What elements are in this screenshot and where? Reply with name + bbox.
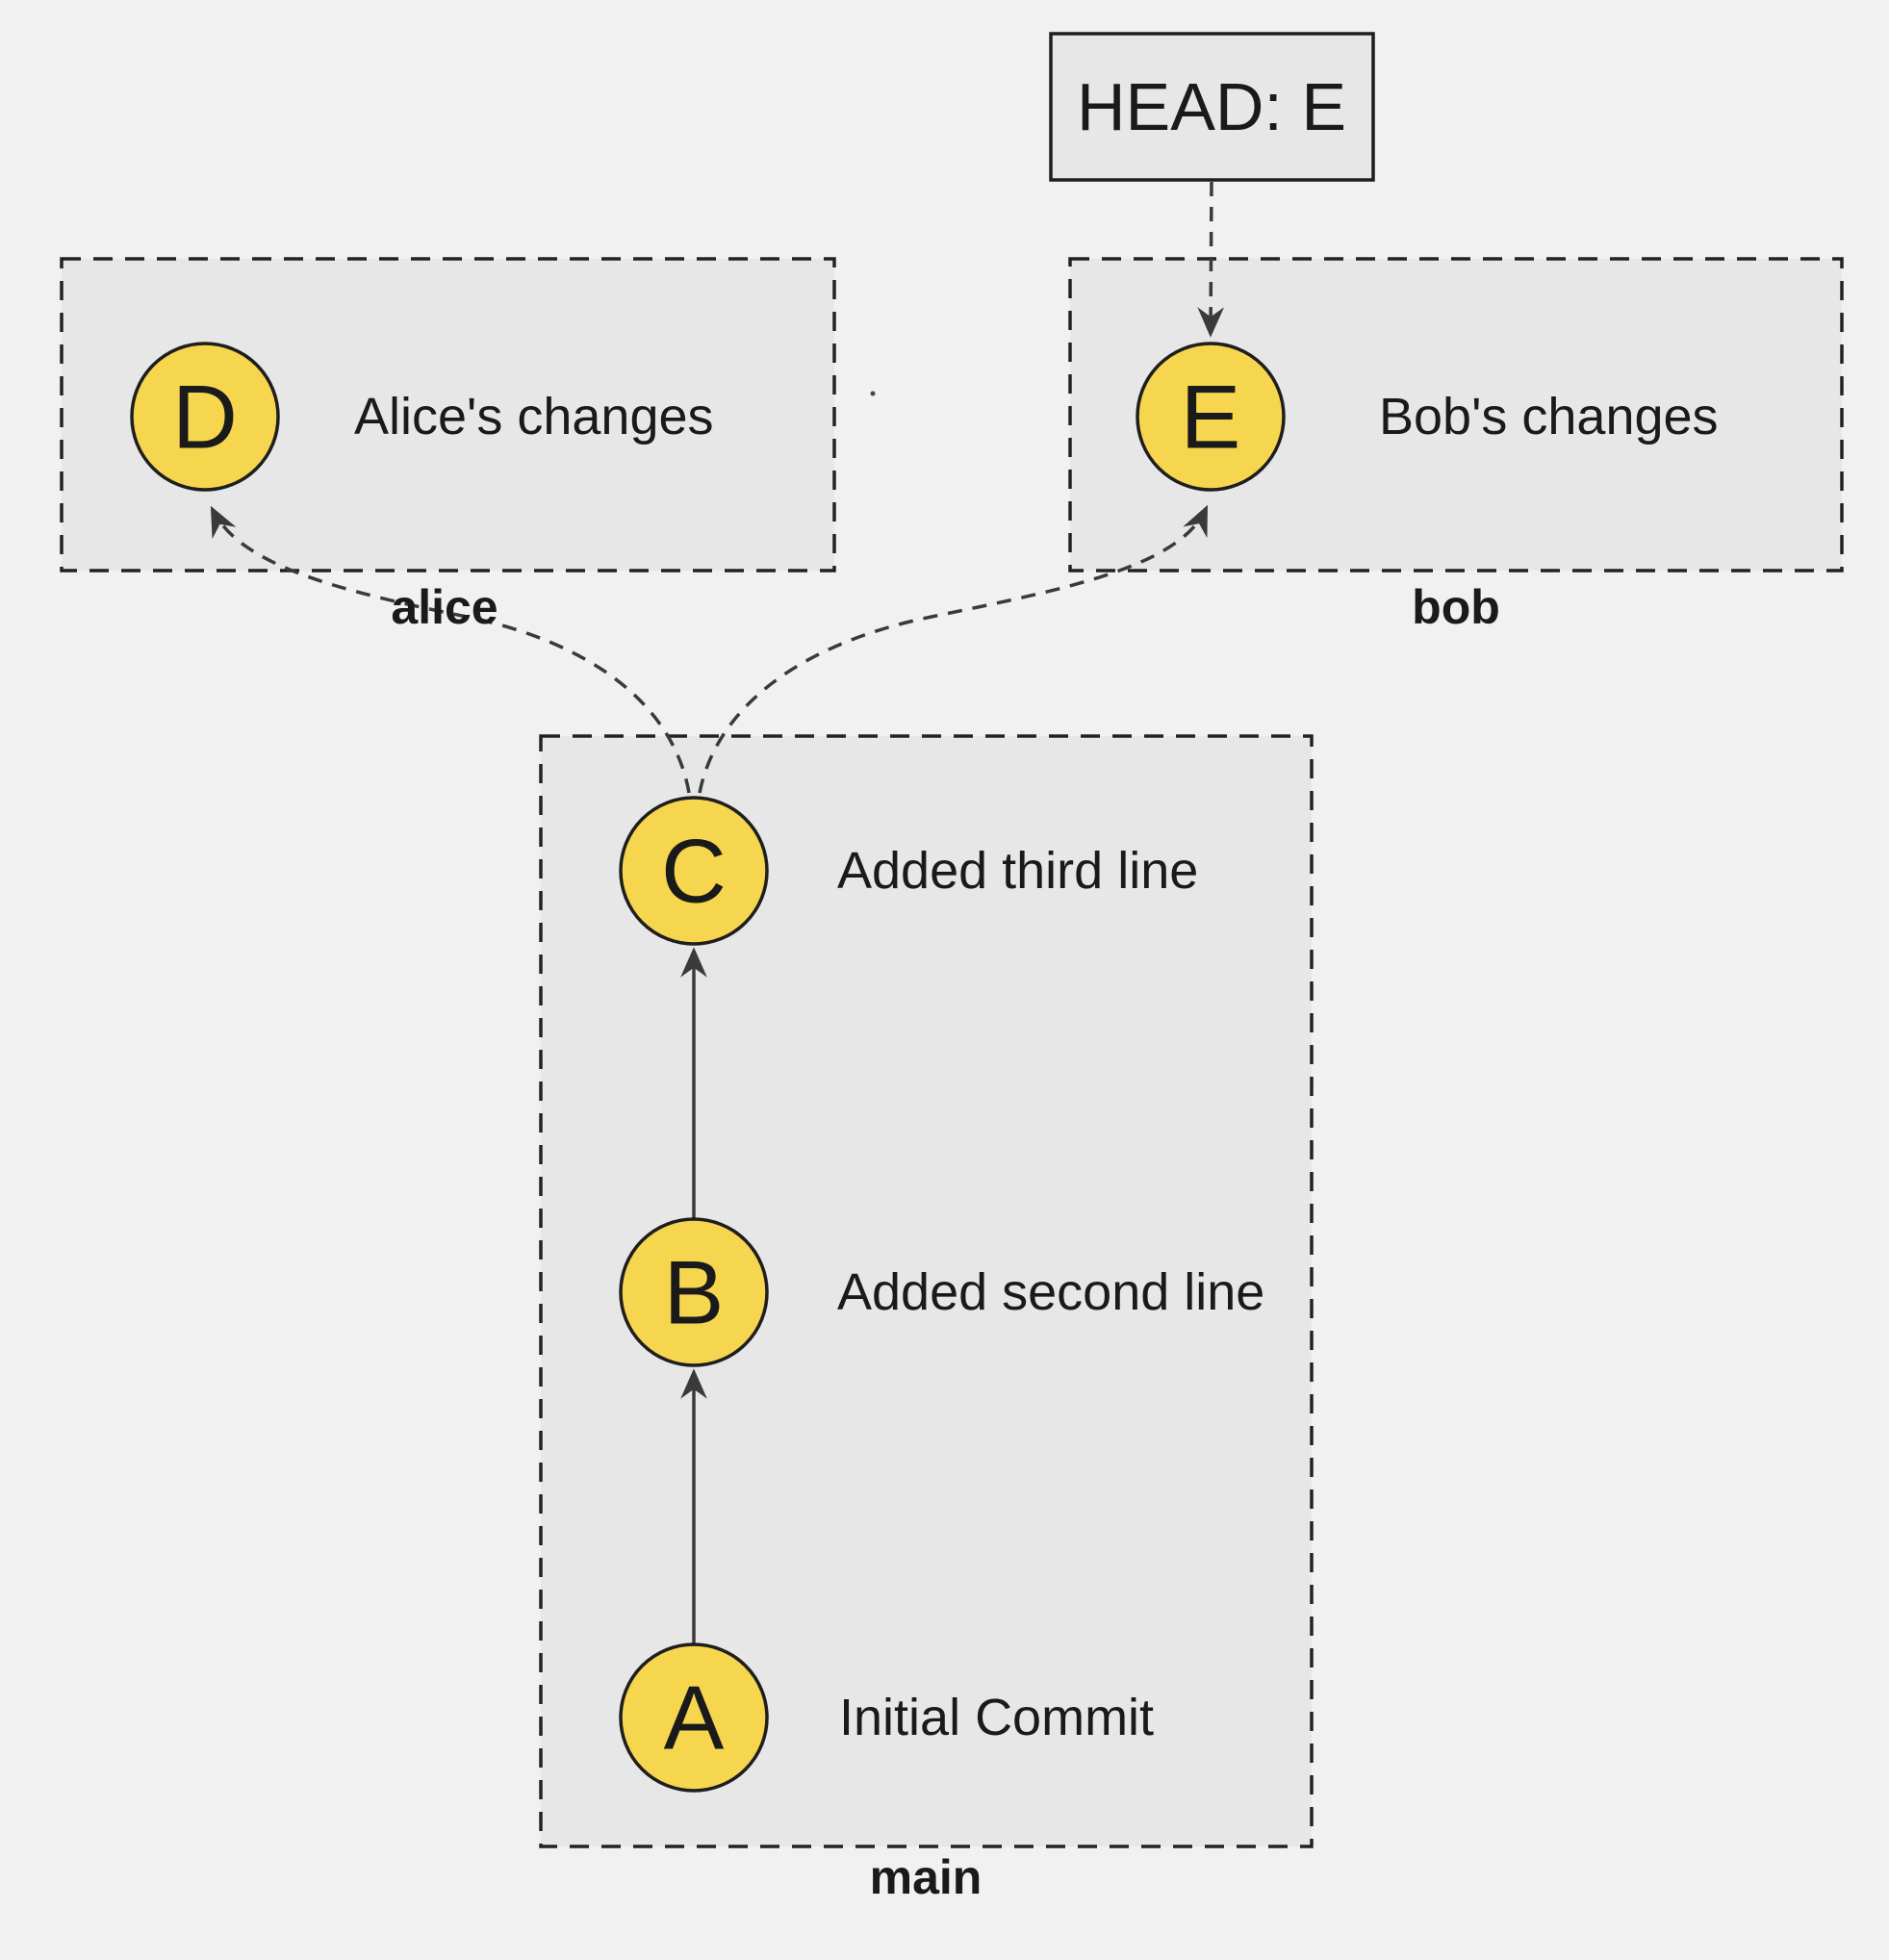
branch-label-alice: alice bbox=[391, 580, 498, 634]
head-box bbox=[1049, 32, 1375, 182]
commit-node-d: D bbox=[130, 342, 280, 492]
commit-letter-b: B bbox=[664, 1242, 725, 1343]
commit-node-e: E bbox=[1136, 342, 1286, 492]
commit-message-a: Initial Commit bbox=[839, 1689, 1154, 1746]
commit-message-c: Added third line bbox=[837, 842, 1198, 900]
edge-c-to-d bbox=[210, 505, 691, 794]
branch-label-main: main bbox=[870, 1850, 983, 1904]
commit-node-c: C bbox=[619, 796, 769, 946]
commit-letter-a: A bbox=[664, 1667, 725, 1769]
commit-message-b: Added second line bbox=[837, 1263, 1264, 1321]
commit-circle-d bbox=[130, 342, 280, 492]
commit-letter-e: E bbox=[1181, 367, 1241, 468]
branch-label-bob: bob bbox=[1412, 580, 1500, 634]
edge-head-to-e bbox=[1197, 181, 1225, 338]
commit-node-a: A bbox=[619, 1642, 769, 1793]
commit-letter-d: D bbox=[172, 367, 238, 468]
stray-dot bbox=[870, 391, 876, 396]
head-label: HEAD: E bbox=[1077, 69, 1346, 144]
commit-circle-a bbox=[619, 1642, 769, 1793]
commit-message-e: Bob's changes bbox=[1379, 388, 1719, 445]
edge-c-to-e bbox=[698, 504, 1208, 794]
commit-message-d: Alice's changes bbox=[354, 388, 714, 445]
commit-node-b: B bbox=[619, 1217, 769, 1367]
commit-letter-c: C bbox=[661, 821, 727, 922]
commit-circle-b bbox=[619, 1217, 769, 1367]
commit-circle-c bbox=[619, 796, 769, 946]
commit-circle-e bbox=[1136, 342, 1286, 492]
